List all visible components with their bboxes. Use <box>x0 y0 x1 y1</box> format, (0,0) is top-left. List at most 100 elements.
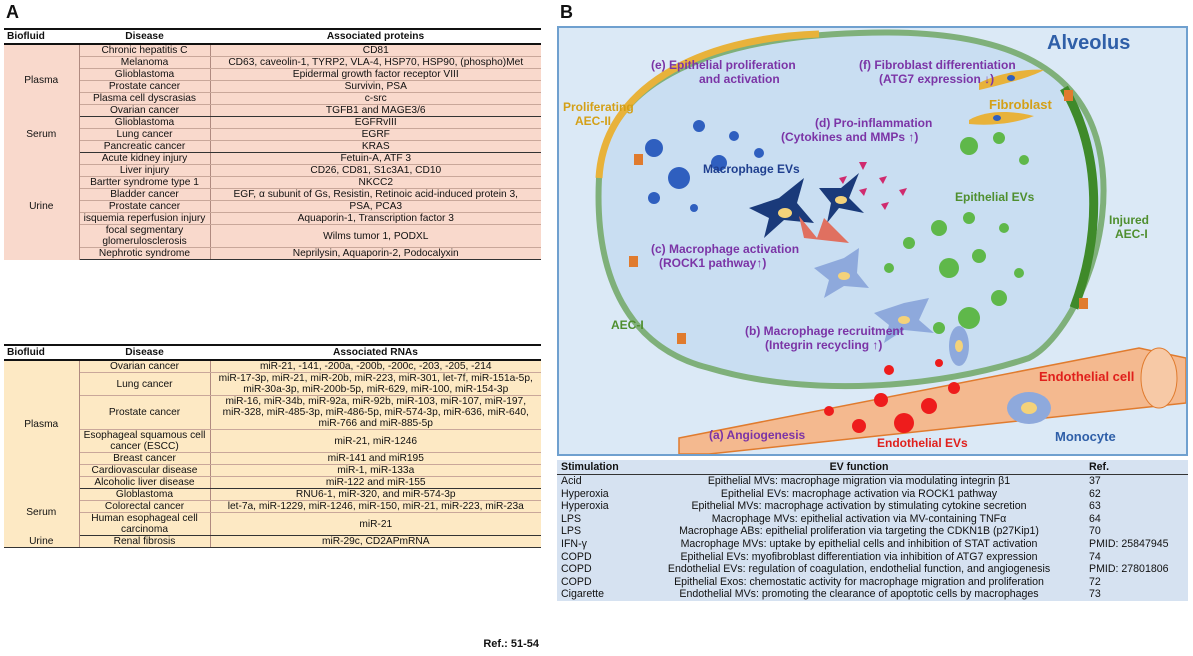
stimulation-cell: LPS <box>561 512 582 525</box>
disease-cell: Prostate cancer <box>79 200 211 213</box>
endothelial-evs-label: Endothelial EVs <box>877 436 968 450</box>
monocyte-label: Monocyte <box>1055 429 1116 444</box>
associated-cell: CD63, caveolin-1, TYRP2, VLA-4, HSP70, H… <box>210 56 541 69</box>
label-c-line1: (c) Macrophage activation <box>651 242 800 256</box>
ev-function-cell: Macrophage ABs: epithelial proliferation… <box>679 525 1039 538</box>
epithelial-evs-label: Epithelial EVs <box>955 190 1035 204</box>
fibroblasts <box>969 69 1044 125</box>
col-disease: Disease <box>79 28 210 45</box>
disease-cell: Alcoholic liver disease <box>79 476 211 489</box>
macrophage-evs <box>749 173 864 238</box>
injured-aec-i <box>1060 85 1099 310</box>
label-c-line2: (ROCK1 pathway↑) <box>659 256 767 270</box>
transmigrating-monocyte-nucleus <box>955 340 963 352</box>
biofluid-cell: Plasma <box>4 44 80 117</box>
junction <box>1064 90 1073 101</box>
aec-ii-cells <box>595 30 820 179</box>
disease-cell: Plasma cell dyscrasias <box>79 92 211 105</box>
aec-ii-label: AEC-II <box>575 114 611 128</box>
junction <box>1079 298 1088 309</box>
associated-cell: c-src <box>210 92 541 105</box>
col-associated-proteins: Associated proteins <box>210 28 541 45</box>
associated-cell: Epidermal growth factor receptor VIII <box>210 68 541 81</box>
disease-cell: Bartter syndrome type 1 <box>79 176 211 189</box>
associated-cell: EGFRvIII <box>210 116 541 129</box>
proteins-table: Biofluid Disease Associated proteins Pla… <box>4 28 541 260</box>
associated-cell: RNU6-1, miR-320, and miR-574-3p <box>210 488 541 501</box>
stimulation-cell: Hyperoxia <box>561 500 609 513</box>
macrophage-evs-label: Macrophage EVs <box>703 162 800 176</box>
disease-cell: Prostate cancer <box>79 80 211 93</box>
disease-cell: Cardiovascular disease <box>79 464 211 477</box>
stimulation-cell: COPD <box>561 575 592 588</box>
disease-cell: Melanoma <box>79 56 211 69</box>
biofluid-cell: Urine <box>4 535 80 548</box>
disease-cell: Glioblastoma <box>79 68 211 81</box>
col-associated-rnas: Associated RNAs <box>210 344 541 361</box>
ref-cell: 70 <box>1089 525 1101 538</box>
associated-cell: KRAS <box>210 140 541 153</box>
stimulation-cell: COPD <box>561 563 592 576</box>
ref-cell: 63 <box>1089 500 1101 513</box>
biofluid-cell: Urine <box>4 152 80 260</box>
junction <box>634 154 643 165</box>
associated-cell: miR-141 and miR195 <box>210 452 541 465</box>
disease-cell: Acute kidney injury <box>79 152 211 165</box>
label-e-line1: (e) Epithelial proliferation <box>651 58 796 72</box>
ref-cell: 74 <box>1089 550 1101 563</box>
activation-arrow <box>799 216 849 243</box>
ref-cell: 62 <box>1089 487 1101 500</box>
disease-cell: Pancreatic cancer <box>79 140 211 153</box>
associated-cell: Fetuin-A, ATF 3 <box>210 152 541 165</box>
disease-cell: Chronic hepatitis C <box>79 44 211 57</box>
table-row: LPS Macrophage MVs: epithelial activation… <box>557 513 1188 526</box>
associated-cell: miR-17-3p, miR-21, miR-20b, miR-223, miR… <box>210 372 541 396</box>
ref-cell: PMID: 25847945 <box>1089 537 1169 550</box>
label-a: (a) Angiogenesis <box>709 428 806 442</box>
ref-cell: PMID: 27801806 <box>1089 563 1169 576</box>
epithelial-evs-blue <box>645 120 764 212</box>
cytokines <box>839 162 907 210</box>
junction <box>677 333 686 344</box>
stimulation-cell: Hyperoxia <box>561 487 609 500</box>
disease-cell: Glioblastoma <box>79 116 211 129</box>
associated-cell: EGF, α subunit of Gs, Resistin, Retinoic… <box>210 188 541 201</box>
aec-i-label: AEC-I <box>611 318 644 332</box>
stimulation-cell: Cigarette <box>561 588 604 601</box>
panel-a-reference: Ref.: 51-54 <box>483 638 539 650</box>
associated-cell: EGRF <box>210 128 541 141</box>
col-disease: Disease <box>79 344 210 361</box>
col-stimulation: Stimulation <box>557 460 633 475</box>
col-ev-function: EV function <box>633 460 1085 475</box>
panel-b-letter: B <box>560 2 573 22</box>
ev-function-cell: Macrophage MVs: epithelial activation vi… <box>711 512 1007 525</box>
biofluid-cell: Plasma <box>4 360 80 489</box>
ev-function-cell: Macrophage MVs: uptake by epithelial cel… <box>680 537 1038 550</box>
panel-a-letter: A <box>6 2 19 22</box>
epithelial-evs-green <box>884 132 1029 334</box>
associated-cell: Survivin, PSA <box>210 80 541 93</box>
disease-cell: Renal fibrosis <box>79 535 211 548</box>
label-d-line2: (Cytokines and MMPs ↑) <box>781 130 919 144</box>
associated-cell: miR-122 and miR-155 <box>210 476 541 489</box>
disease-cell: Lung cancer <box>79 372 211 396</box>
col-biofluid: Biofluid <box>4 344 79 361</box>
